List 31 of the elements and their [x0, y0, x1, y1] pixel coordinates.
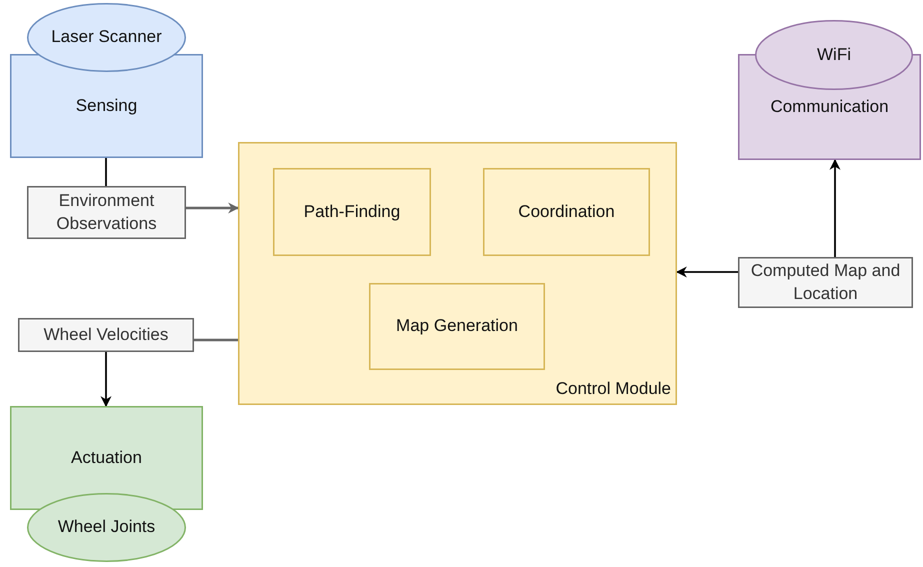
data-box [27, 186, 186, 239]
component-ellipse [27, 3, 186, 72]
component-ellipse [27, 493, 186, 562]
connector-line [105, 158, 107, 186]
data-box [18, 318, 194, 352]
function-box [273, 168, 431, 256]
function-box [483, 168, 650, 256]
process-box [10, 54, 203, 158]
arrow [100, 352, 112, 408]
node-label: Wheel Joints [58, 516, 156, 538]
module-label: Control Module [556, 378, 671, 400]
node-label: Path-Finding [304, 200, 400, 223]
node-label: WiFi [817, 44, 851, 66]
arrow [676, 266, 738, 278]
process-box [10, 406, 203, 510]
node-label: Map Generation [396, 315, 518, 338]
node-label: Coordination [518, 200, 615, 223]
arrow [186, 202, 240, 214]
data-box [738, 257, 913, 308]
module-container [238, 142, 677, 405]
connector-line [194, 338, 238, 342]
function-box [369, 283, 545, 370]
arrow [830, 158, 840, 257]
node-label: Actuation [71, 446, 142, 469]
component-ellipse [755, 20, 913, 90]
node-label: Environment Observations [55, 190, 158, 234]
node-label: Computed Map and Location [750, 260, 902, 304]
node-label: Sensing [76, 94, 138, 117]
node-label: Laser Scanner [51, 26, 162, 48]
node-label: Wheel Velocities [42, 324, 170, 346]
node-label: Communication [770, 96, 889, 118]
